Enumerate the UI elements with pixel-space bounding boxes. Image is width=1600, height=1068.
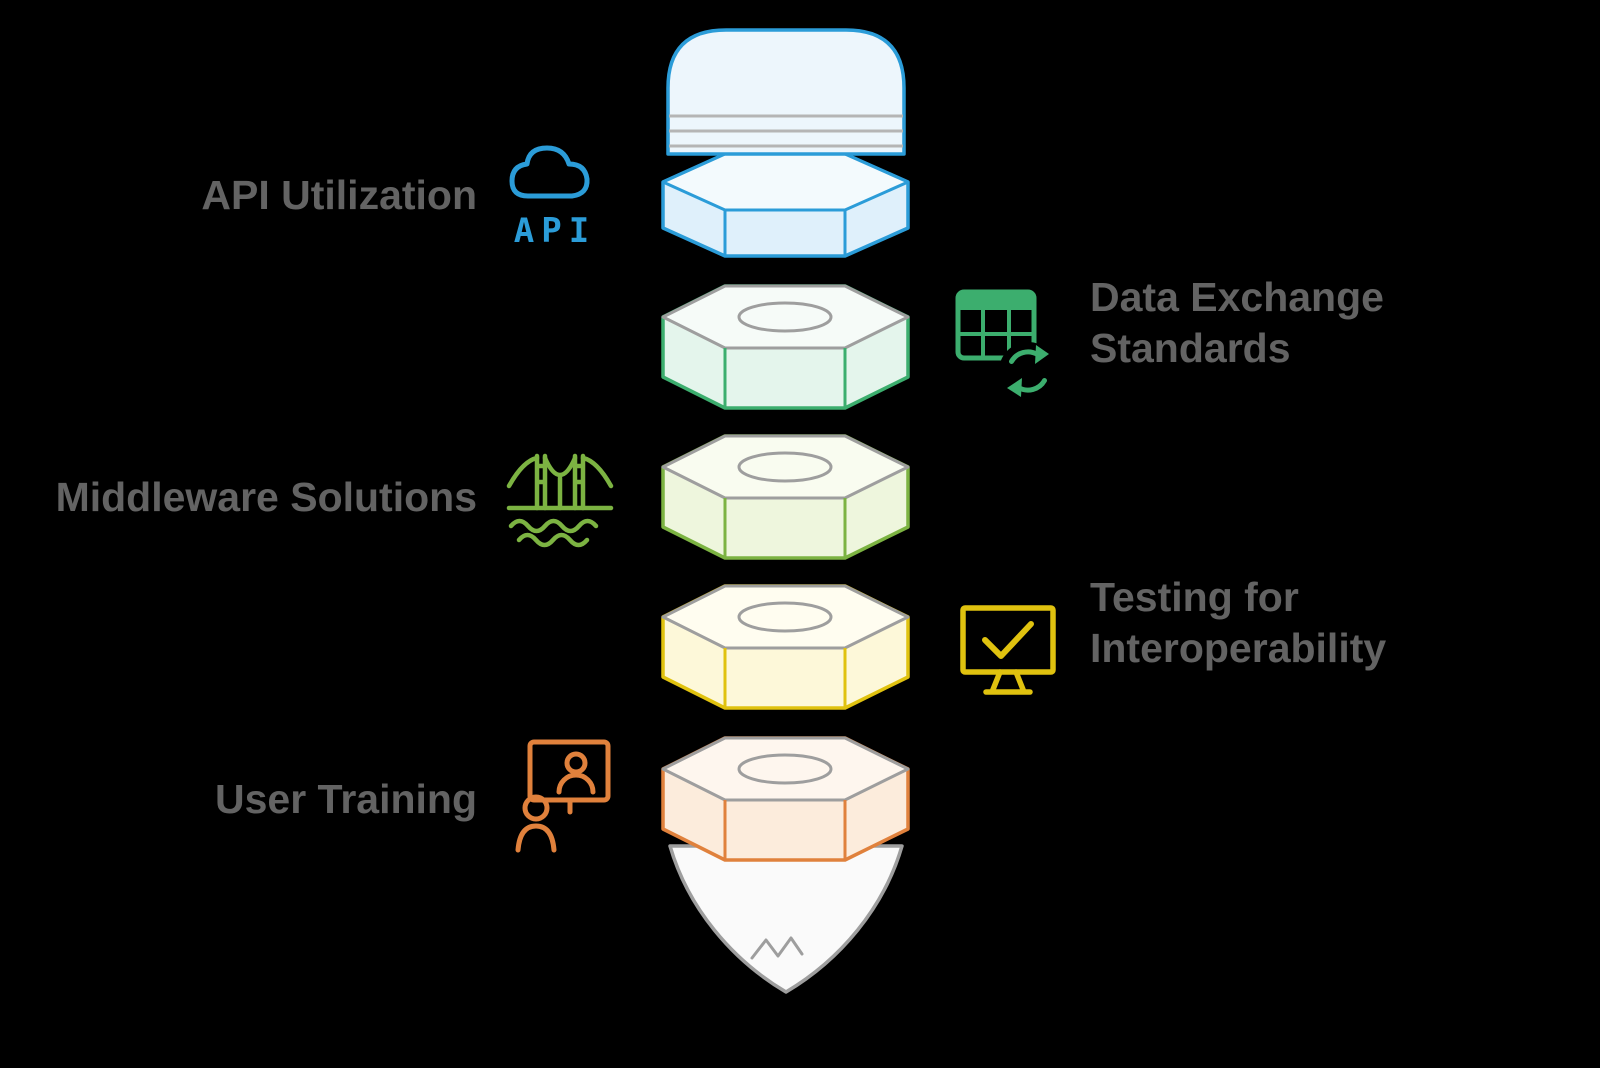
label-middleware-solutions: Middleware Solutions [55,474,477,520]
bridge-tower-right [572,453,586,511]
trainee-body [515,823,557,853]
bridge-icon [505,434,615,554]
label-user-training: User Training [214,776,477,822]
label-testing-interoperability: Testing for Interoperability [1090,572,1386,674]
sync-arrowhead-bottom [1007,378,1022,397]
funnel-top-cap [661,28,910,258]
label-data-exchange-line2: Standards [1090,325,1291,371]
bridge-main-cable [542,455,578,478]
label-api-utilization: API Utilization [201,172,477,218]
sync-arrowhead-top [1035,345,1049,364]
data-table-sync-icon [952,284,1060,402]
api-icon-text: API [514,211,596,251]
label-data-exchange-standards: Data Exchange Standards [1090,272,1384,374]
presenter-head [564,751,588,775]
funnel-tip-cone [668,844,904,994]
water-wave-2 [516,532,590,548]
funnel-disc-lime [661,434,910,560]
table-header-fill [958,292,1034,310]
funnel-disc-green [661,284,910,410]
funnel-disc-orange [661,736,910,862]
label-testing-line2: Interoperability [1090,625,1387,671]
monitor-check-icon [958,600,1058,700]
label-data-exchange-line1: Data Exchange [1090,274,1384,320]
checkmark [982,621,1034,659]
funnel-disc-yellow [661,584,910,710]
presenter-shoulders [556,772,596,795]
cloud-api-icon: API [500,134,610,256]
water-wave-1 [508,518,599,534]
trainee-head [522,794,550,822]
cloud-shape [509,145,590,199]
person-screen-icon [510,738,615,853]
bridge-side-cables [506,455,614,489]
monitor-stand [983,669,1033,695]
bridge-tower-left [534,453,548,511]
monitor-screen [960,605,1056,675]
sync-arc-top [1009,349,1040,364]
label-testing-line1: Testing for [1090,574,1299,620]
